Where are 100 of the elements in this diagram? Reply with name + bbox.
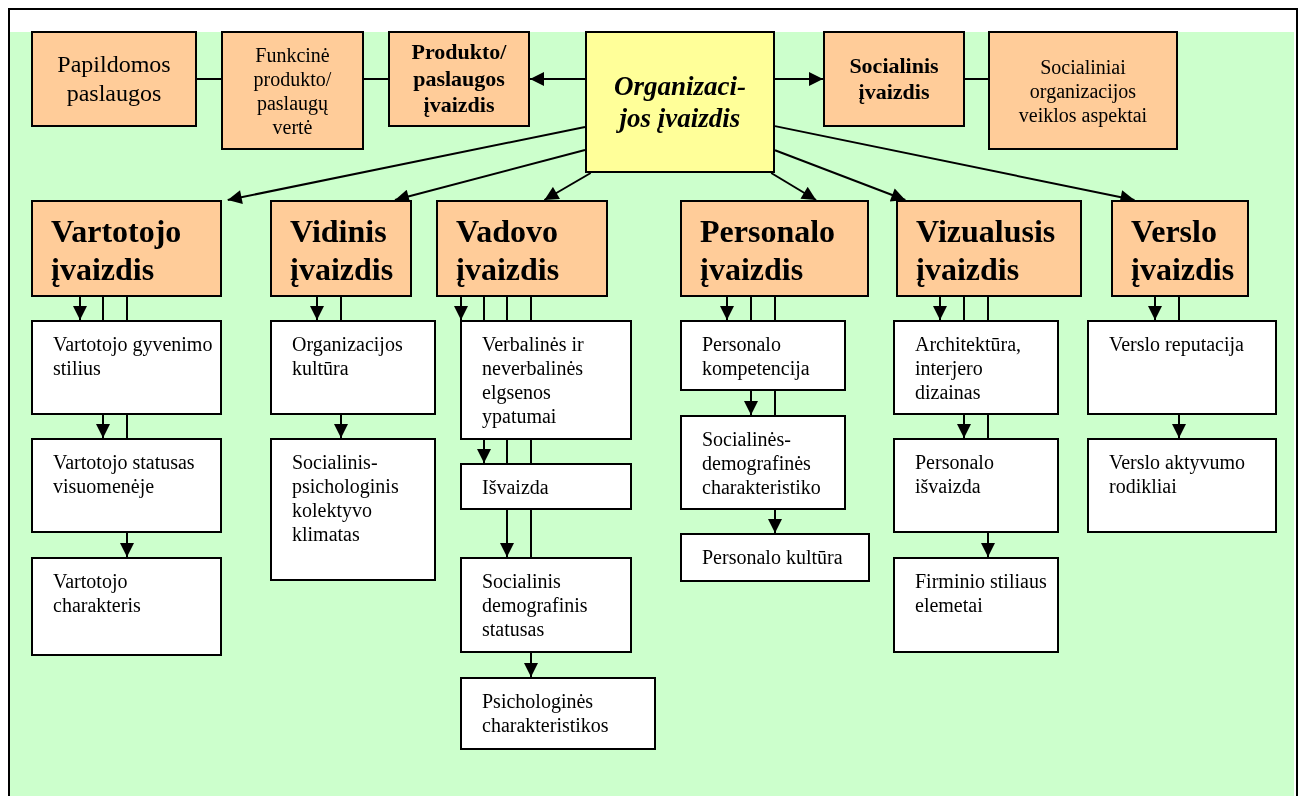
item-box (31, 438, 222, 533)
concept-box (988, 31, 1178, 150)
connector-line (530, 296, 532, 321)
arrow (1172, 414, 1186, 439)
connector-line (506, 439, 508, 464)
category-box (680, 200, 869, 297)
arrow (96, 414, 110, 439)
arrow (774, 72, 824, 86)
node-label: Firminio stiliaus elemetai (915, 569, 1048, 617)
connector-line (987, 414, 989, 439)
item-box (1087, 320, 1277, 415)
node-label: Papildomos paslaugos (56, 50, 172, 108)
node-label: Išvaizda (482, 475, 550, 499)
concept-box (221, 31, 364, 150)
category-box (896, 200, 1082, 297)
arrow (500, 509, 514, 558)
node-label: Organizacijos kultūra (292, 332, 404, 380)
connector-line (750, 296, 752, 321)
node-label: Psichologinės charakteristikos (482, 689, 610, 737)
category-box (1111, 200, 1249, 297)
category-box (31, 200, 222, 297)
item-box (270, 438, 436, 581)
node-label: Vartotojo statusas visuomenėje (53, 450, 196, 498)
connector-line (774, 390, 776, 416)
arrow (1148, 296, 1162, 321)
connector-line (506, 296, 508, 321)
arrow (120, 532, 134, 558)
node-label: Architektūra, interjero dizainas (915, 332, 1023, 404)
connector-line (987, 296, 989, 321)
item-box (680, 415, 846, 510)
item-box (1087, 438, 1277, 533)
node-label: Vartotojo charakteris (53, 569, 142, 617)
arrow (720, 296, 734, 321)
connector-line (126, 414, 128, 439)
item-box (460, 677, 656, 750)
connector-line (530, 509, 532, 558)
node-label: Organizaci- jos įvaizdis (613, 69, 747, 135)
arrow (768, 509, 782, 534)
item-box (893, 557, 1059, 653)
item-box (460, 463, 632, 510)
node-label: Vidinis įvaizdis (290, 212, 395, 288)
node-label: Socialinis demografinis statusas (482, 569, 589, 641)
category-box (436, 200, 608, 297)
arrow (334, 414, 348, 439)
node-label: Vartotojo įvaizdis (51, 212, 183, 288)
arrow (744, 390, 758, 416)
connector-line (483, 296, 485, 321)
arrow (73, 296, 87, 321)
connector-line (964, 77, 989, 80)
node-label: Funkcinė produkto/ paslaugų vertė (252, 42, 333, 139)
node-label: Socialinis- psichologinis kolektyvo klimatas (292, 450, 400, 546)
node-label: Verslo aktyvumo rodikliai (1109, 450, 1247, 498)
arrow (543, 172, 592, 201)
node-label: Personalo išvaizda (915, 450, 995, 498)
arrow (226, 126, 586, 205)
central-concept-box (585, 31, 775, 173)
node-label: Vizualusis įvaizdis (916, 212, 1057, 288)
node-label: Personalo įvaizdis (700, 212, 837, 288)
connector-line (363, 77, 389, 80)
node-label: Verslo įvaizdis (1131, 212, 1236, 288)
arrow (524, 652, 538, 678)
connector-line (340, 296, 342, 321)
item-box (680, 320, 846, 391)
item-box (460, 320, 632, 440)
node-label: Socialinis įvaizdis (848, 52, 940, 106)
concept-box (823, 31, 965, 127)
node-label: Vadovo įvaizdis (456, 212, 561, 288)
arrow (933, 296, 947, 321)
arrow (310, 296, 324, 321)
connector-line (774, 296, 776, 321)
arrow (454, 296, 468, 321)
item-box (31, 320, 222, 415)
connector-line (102, 296, 104, 321)
arrow (770, 172, 818, 201)
arrow (477, 439, 491, 464)
node-label: Verslo reputacija (1109, 332, 1245, 356)
node-label: Socialiniai organizacijos veiklos aspektai (1017, 54, 1149, 127)
arrow (981, 532, 995, 558)
connector-line (196, 77, 222, 80)
connector-line (1178, 296, 1180, 321)
category-box (270, 200, 412, 297)
node-label: Socialinės- demografinės charakteristiko (702, 427, 822, 499)
node-label: Produkto/ paslaugos įvaizdis (410, 39, 508, 119)
item-box (31, 557, 222, 656)
item-box (893, 438, 1059, 533)
arrow (774, 149, 907, 202)
node-label: Personalo kultūra (702, 545, 844, 569)
concept-box (388, 31, 530, 127)
connector-line (530, 439, 532, 464)
connector-line (126, 296, 128, 321)
node-label: Personalo kompetencija (702, 332, 811, 380)
arrow (957, 414, 971, 439)
node-label: Vartotojo gyvenimo stilius (53, 332, 214, 380)
item-box (893, 320, 1059, 415)
arrow (529, 72, 586, 86)
item-box (460, 557, 632, 653)
item-box (680, 533, 870, 582)
concept-box (31, 31, 197, 127)
item-box (270, 320, 436, 415)
connector-line (963, 296, 965, 321)
